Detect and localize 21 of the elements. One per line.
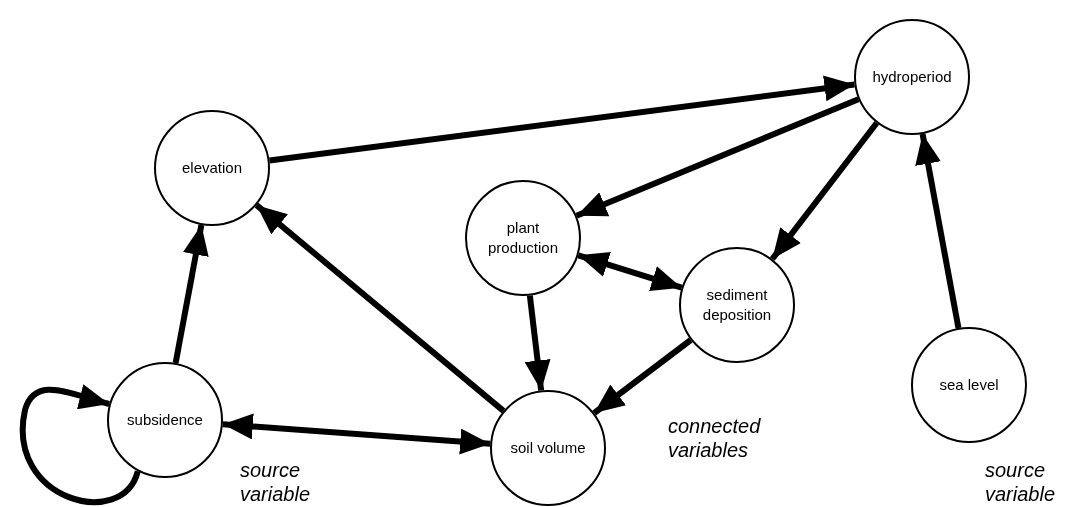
arrow	[915, 133, 962, 329]
node-label: hydroperiod	[872, 67, 952, 87]
node-label: sea level	[939, 375, 999, 395]
annotation-text: connected variables	[668, 414, 762, 462]
arrow	[524, 295, 551, 391]
node-label: elevation	[181, 158, 242, 178]
node-label: subsidence	[127, 410, 203, 430]
arrow	[19, 383, 141, 505]
node-label: soil volume	[510, 438, 586, 458]
arrow	[592, 337, 693, 416]
node-label: sediment deposition	[701, 285, 773, 325]
arrow	[269, 75, 855, 164]
arrow	[172, 224, 209, 364]
arrow	[254, 202, 506, 414]
annotation-text: source variable	[240, 458, 312, 506]
arrow	[222, 413, 491, 455]
annotation-text: source variable	[985, 458, 1057, 506]
arrow	[769, 121, 880, 261]
arrow	[575, 96, 860, 219]
arrow	[577, 251, 683, 292]
node-label: plant production	[486, 218, 560, 258]
